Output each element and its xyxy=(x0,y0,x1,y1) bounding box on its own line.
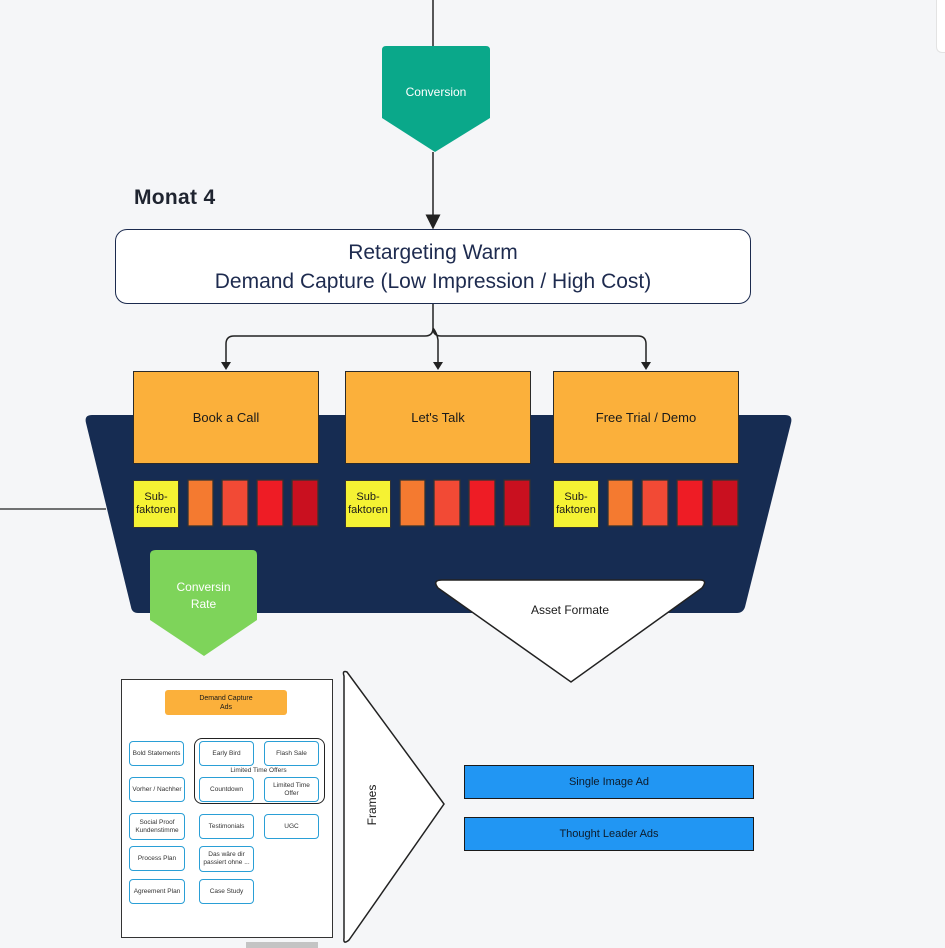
pill-label-2: Offer xyxy=(284,789,299,797)
thought-leader-ads-label: Thought Leader Ads xyxy=(559,828,659,840)
month-label: Monat 4 xyxy=(134,186,216,209)
arrowhead-book-call xyxy=(221,362,231,370)
option-label: Free Trial / Demo xyxy=(595,410,697,425)
single-image-ad-box[interactable]: Single Image Ad xyxy=(464,765,754,799)
pill-label: UGC xyxy=(284,822,299,830)
subfactor-square[interactable]: Sub- faktoren xyxy=(553,480,599,528)
right-edge-panel-stub xyxy=(936,0,945,53)
arrowhead-lets-talk xyxy=(433,362,443,370)
heat-square xyxy=(221,479,249,527)
asset-formats-label: Asset Formate xyxy=(530,603,610,617)
conversion-rate-line1: Conversin xyxy=(176,580,231,594)
conversion-rate-pentagon[interactable] xyxy=(150,550,257,656)
subfactor-label-1: Sub- xyxy=(144,491,168,503)
limited-time-offers-group[interactable] xyxy=(194,738,325,804)
pill-label-1: Limited Time xyxy=(273,781,310,789)
heat-square xyxy=(711,479,739,527)
pill-bold-statements[interactable]: Bold Statements xyxy=(129,741,184,766)
conversion-pentagon[interactable] xyxy=(382,46,490,152)
heat-square xyxy=(607,479,634,527)
heat-square xyxy=(187,479,214,527)
option-free-trial[interactable]: Free Trial / Demo xyxy=(553,371,739,464)
arrowhead-free-trial xyxy=(641,362,651,370)
ads-title-line1: Demand Capture xyxy=(199,694,253,702)
heat-square xyxy=(256,479,284,527)
pill-label-1: Das wäre dir xyxy=(208,851,245,858)
pill-limited-time-offer[interactable]: Limited Time Offer xyxy=(264,777,319,802)
pill-countdown[interactable]: Countdown xyxy=(199,777,254,802)
subfactor-square[interactable]: Sub- faktoren xyxy=(133,480,179,528)
pill-vorher-nachher[interactable]: Vorher / Nachher xyxy=(129,777,185,802)
subfactor-label-2: faktoren xyxy=(348,504,388,516)
asset-formats-triangle[interactable] xyxy=(435,579,706,683)
pill-label-1: Social Proof xyxy=(139,818,175,826)
heat-square xyxy=(468,479,496,527)
subfactor-label-1: Sub- xyxy=(564,491,588,503)
pill-label: Case Study xyxy=(209,887,244,895)
heat-square xyxy=(676,479,704,527)
branch-connectors xyxy=(225,302,647,364)
option-label: Let's Talk xyxy=(411,410,465,425)
pill-label: Vorher / Nachher xyxy=(132,785,182,793)
pill-label: Agreement Plan xyxy=(133,887,181,895)
retargeting-subtitle: Demand Capture (Low Impression / High Co… xyxy=(214,269,652,293)
pill-label-2: Kundenstimme xyxy=(135,826,179,834)
pill-label: Countdown xyxy=(210,785,243,793)
pill-process-plan[interactable]: Process Plan xyxy=(129,846,185,871)
subfactor-label-2: faktoren xyxy=(556,504,596,516)
frames-triangle[interactable] xyxy=(342,670,445,943)
pill-early-bird[interactable]: Early Bird xyxy=(199,741,254,766)
single-image-ad-label: Single Image Ad xyxy=(568,776,650,788)
ads-title-line2: Ads xyxy=(219,703,233,711)
option-label: Book a Call xyxy=(192,410,260,425)
pill-flash-sale[interactable]: Flash Sale xyxy=(264,741,319,766)
heat-square xyxy=(291,479,319,527)
heat-square xyxy=(433,479,461,527)
pill-label: Bold Statements xyxy=(132,749,181,757)
heat-square xyxy=(503,479,531,527)
thought-leader-ads-box[interactable]: Thought Leader Ads xyxy=(464,817,754,851)
subfactor-square[interactable]: Sub- faktoren xyxy=(345,480,391,528)
pill-agreement-plan[interactable]: Agreement Plan xyxy=(129,879,185,904)
subfactor-label-1: Sub- xyxy=(356,491,380,503)
horizontal-scrollbar-stub[interactable] xyxy=(246,942,318,948)
pill-case-study[interactable]: Case Study xyxy=(199,879,254,904)
heat-square xyxy=(641,479,669,527)
conversion-label: Conversion xyxy=(405,85,467,99)
retargeting-title: Retargeting Warm xyxy=(348,240,518,264)
pill-label: Testimonials xyxy=(208,822,245,830)
conversion-rate-line2: Rate xyxy=(190,597,217,611)
conversion-rate-label: Conversin Rate xyxy=(150,578,257,614)
pill-das-waere[interactable]: Das wäre dir passiert ohne ... xyxy=(199,846,254,872)
pill-label: Early Bird xyxy=(212,749,241,757)
option-book-a-call[interactable]: Book a Call xyxy=(133,371,319,464)
pill-label: Flash Sale xyxy=(276,749,307,757)
pill-social-proof[interactable]: Social Proof Kundenstimme xyxy=(129,813,185,840)
ads-panel-title[interactable]: Demand Capture Ads xyxy=(165,690,287,715)
pill-ugc[interactable]: UGC xyxy=(264,814,319,839)
pill-label-2: passiert ohne ... xyxy=(203,859,250,866)
frames-label: Frames xyxy=(365,784,379,826)
retargeting-box[interactable]: Retargeting Warm Demand Capture (Low Imp… xyxy=(115,229,751,304)
heat-square xyxy=(399,479,426,527)
limited-time-offers-label: Limited Time Offers xyxy=(230,766,287,774)
pill-label: Process Plan xyxy=(137,854,177,862)
subfactor-label-2: faktoren xyxy=(136,504,176,516)
option-lets-talk[interactable]: Let's Talk xyxy=(345,371,531,464)
pill-testimonials[interactable]: Testimonials xyxy=(199,814,254,839)
